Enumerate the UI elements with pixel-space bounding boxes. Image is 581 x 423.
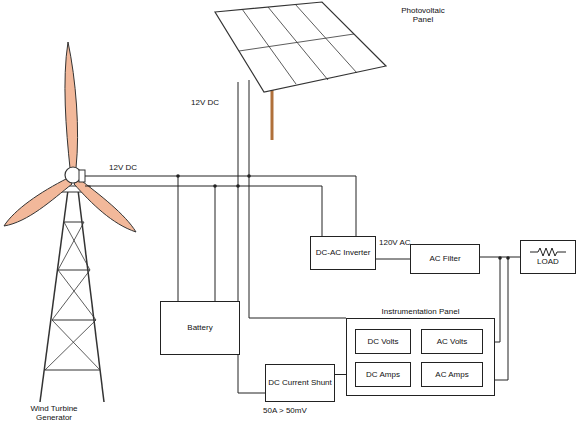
voltage-label: 12V DC: [108, 163, 138, 172]
meter-box: DC Volts: [355, 329, 411, 354]
meter-box: DC Amps: [355, 362, 411, 387]
box-text: DC-AC Inverter: [314, 248, 373, 257]
load-box: LOAD: [520, 240, 576, 274]
rating-label: 50A > 50mV: [262, 406, 308, 415]
resistor-symbol: [530, 247, 566, 257]
box-text: DC Current Shunt: [266, 378, 334, 387]
box-text: AC Amps: [433, 370, 470, 379]
shunt-box: DC Current Shunt: [265, 364, 335, 402]
box-text: DC Volts: [365, 337, 400, 346]
panel-label: Photovoltaic Panel: [392, 6, 454, 24]
meter-box: AC Volts: [421, 329, 483, 354]
turbine-label: Wind Turbine Generator: [18, 404, 90, 422]
voltage-label: 12V DC: [190, 98, 220, 107]
panel-heading: Instrumentation Panel: [347, 307, 494, 316]
box-text: AC Volts: [435, 337, 470, 346]
box-text: DC Amps: [364, 370, 402, 379]
filter-box: AC Filter: [410, 244, 480, 274]
wire-connector: [376, 259, 410, 260]
pv-panel-drawing: [215, 2, 386, 140]
voltage-label: 120V AC: [378, 238, 412, 247]
box-text: LOAD: [535, 257, 561, 266]
box-text: AC Filter: [427, 254, 462, 263]
wind-turbine-drawing: [4, 42, 136, 402]
wire-connector: [480, 257, 520, 258]
battery-box: Battery: [160, 301, 240, 355]
instrument-panel: Instrumentation PanelDC VoltsAC VoltsDC …: [346, 318, 495, 396]
box-text: Battery: [185, 323, 214, 332]
meter-box: AC Amps: [421, 362, 483, 387]
ac-wiring: [495, 258, 508, 380]
inverter-box: DC-AC Inverter: [310, 236, 376, 270]
wire-connector: [215, 186, 322, 301]
